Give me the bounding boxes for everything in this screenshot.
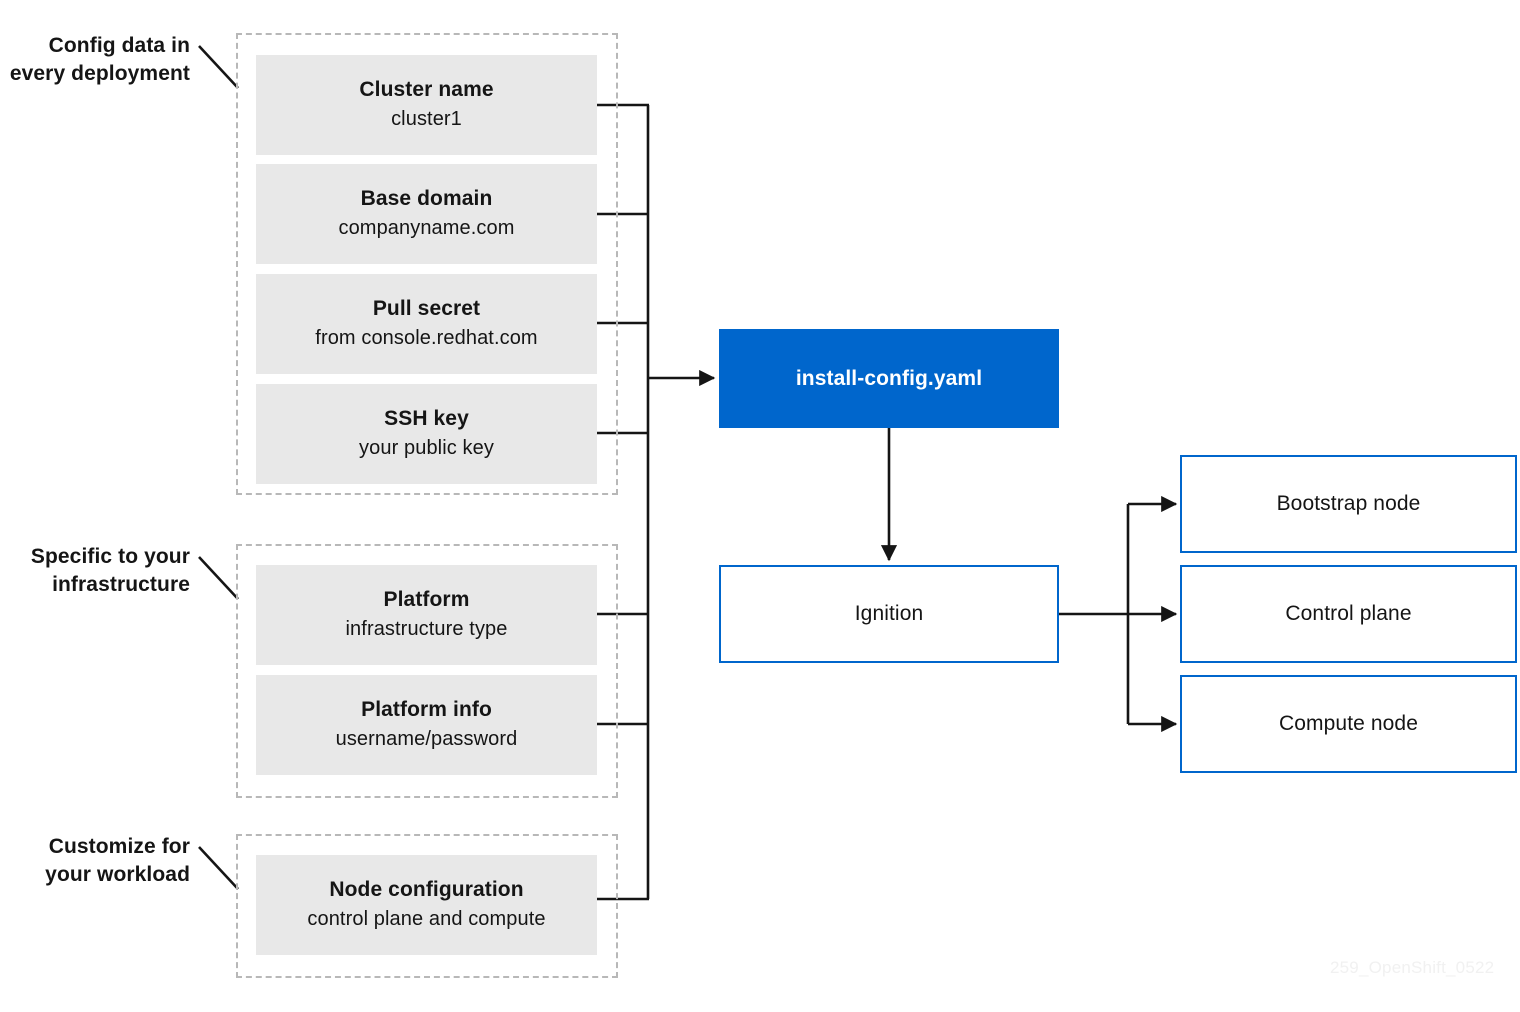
annotation-config-data: Config data in every deployment: [0, 32, 190, 88]
card-pull-secret-title: Pull secret: [372, 297, 481, 321]
card-ssh-key: SSH key your public key: [256, 384, 597, 484]
annotation-specific-infra-line2: infrastructure: [52, 572, 190, 596]
card-base-domain-value: companyname.com: [338, 217, 515, 240]
card-cluster-name-value: cluster1: [391, 108, 462, 131]
card-platform: Platform infrastructure type: [256, 565, 597, 665]
annotation-config-data-line1: Config data in: [48, 34, 190, 57]
card-platform-info-value: username/password: [335, 728, 518, 751]
box-install-config-yaml: install-config.yaml: [719, 329, 1059, 428]
box-bootstrap-node-label: Bootstrap node: [1276, 492, 1421, 515]
card-base-domain: Base domain companyname.com: [256, 164, 597, 264]
card-ssh-key-value: your public key: [359, 437, 494, 460]
card-pull-secret-value: from console.redhat.com: [315, 327, 538, 350]
card-cluster-name-title: Cluster name: [359, 78, 494, 102]
card-node-configuration-value: control plane and compute: [307, 908, 546, 931]
annotation-customize-workload: Customize for your workload: [0, 833, 190, 889]
annotation-config-data-line2: every deployment: [9, 61, 190, 85]
card-node-configuration-title: Node configuration: [329, 878, 524, 902]
box-compute-node: Compute node: [1180, 675, 1517, 773]
group-workload: [236, 834, 618, 978]
annotation-customize-workload-line1: Customize for: [48, 835, 190, 858]
card-platform-info-title: Platform info: [361, 698, 492, 722]
group-config-data: [236, 33, 618, 495]
card-base-domain-title: Base domain: [360, 187, 493, 211]
box-compute-node-label: Compute node: [1279, 712, 1418, 735]
card-cluster-name: Cluster name cluster1: [256, 55, 597, 155]
annotation-customize-workload-line2: your workload: [45, 862, 190, 886]
card-platform-info: Platform info username/password: [256, 675, 597, 775]
box-bootstrap-node: Bootstrap node: [1180, 455, 1517, 553]
leader-line-specific-infra: [198, 556, 239, 600]
box-install-config-yaml-label: install-config.yaml: [795, 366, 983, 390]
box-control-plane: Control plane: [1180, 565, 1517, 663]
box-ignition-label: Ignition: [854, 602, 924, 625]
annotation-specific-infra: Specific to your infrastructure: [0, 543, 190, 599]
card-node-configuration: Node configuration control plane and com…: [256, 855, 597, 955]
card-ssh-key-title: SSH key: [384, 407, 469, 431]
leader-line-customize-workload: [198, 846, 239, 890]
card-pull-secret: Pull secret from console.redhat.com: [256, 274, 597, 374]
box-ignition: Ignition: [719, 565, 1059, 663]
card-platform-title: Platform: [383, 588, 470, 612]
group-infrastructure: [236, 544, 618, 798]
box-control-plane-label: Control plane: [1285, 602, 1412, 625]
card-platform-value: infrastructure type: [345, 618, 508, 641]
leader-line-config-data: [198, 45, 239, 89]
annotation-specific-infra-line1: Specific to your: [30, 545, 190, 568]
watermark: 259_OpenShift_0522: [1330, 958, 1495, 977]
